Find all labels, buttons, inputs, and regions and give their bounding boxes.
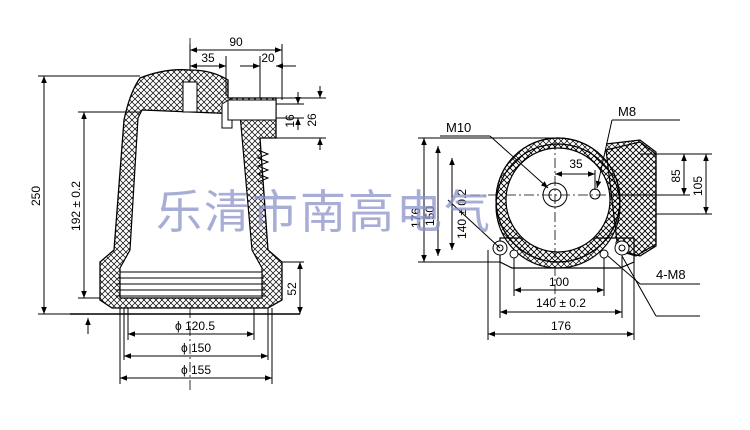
side-view: 90 35 20 16 26 250 192 ± 0.2 52 — [29, 35, 326, 390]
dim-height-250: 250 — [29, 186, 43, 206]
dim-176-h: 176 — [551, 319, 571, 333]
dim-140-h: 140 ± 0.2 — [536, 296, 586, 310]
m8-hole — [589, 188, 601, 200]
side-serrations — [256, 149, 270, 183]
side-terminal — [227, 99, 277, 121]
dim-85: 85 — [669, 169, 683, 183]
insulator-ribs — [116, 271, 266, 297]
dim-top-90: 90 — [229, 35, 243, 49]
dim-35: 35 — [569, 157, 583, 171]
dim-100: 100 — [549, 275, 569, 289]
dim-top-20: 20 — [261, 51, 275, 65]
label-m8: M8 — [618, 104, 636, 119]
dim-height-52: 52 — [285, 282, 299, 296]
watermark: 乐清市南高电气 — [156, 185, 492, 239]
dim-right-26: 26 — [305, 113, 319, 127]
top-insert — [182, 81, 198, 113]
mount-hole-4 — [599, 249, 609, 259]
dim-top-35: 35 — [201, 51, 215, 65]
label-4-m8: 4-M8 — [656, 267, 686, 282]
dim-dia-155: ϕ 155 — [181, 363, 211, 377]
dim-150-v: 150 — [423, 206, 437, 226]
dim-105: 105 — [691, 176, 705, 196]
mount-hole-3-inner — [618, 244, 626, 252]
label-m10: M10 — [446, 120, 471, 135]
dim-height-192: 192 ± 0.2 — [69, 181, 83, 231]
dim-140-v: 140 ± 0.2 — [455, 189, 469, 239]
top-view: M10 M8 35 85 105 176 150 140 ± 0.2 100 — [409, 104, 712, 340]
dim-176-v: 176 — [409, 208, 423, 228]
dim-dia-150: ϕ 150 — [181, 341, 211, 355]
dim-right-16: 16 — [283, 114, 297, 128]
mount-hole-2 — [509, 249, 519, 259]
dim-dia-120: ϕ 120.5 — [175, 319, 215, 333]
insulator-body-inner — [119, 109, 263, 299]
